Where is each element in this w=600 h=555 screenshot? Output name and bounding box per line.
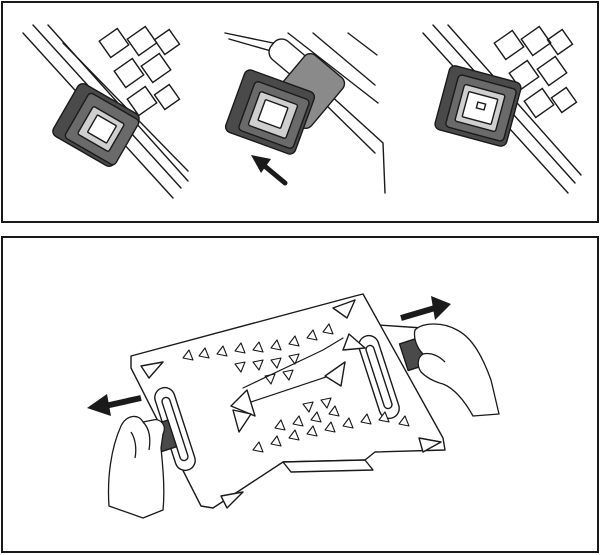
clip-body-2 [224, 69, 316, 155]
hand-left-icon [107, 415, 165, 519]
center-triangle-right [324, 361, 346, 387]
stand-extension-illustration [87, 293, 500, 519]
clip-steps-panel [1, 1, 599, 223]
arrow-up-left-icon [251, 155, 288, 186]
center-triangle-left [230, 389, 256, 417]
arrow-right-icon [400, 296, 451, 321]
clip-body-3 [434, 65, 522, 147]
hand-right-icon [413, 323, 500, 417]
stand-extension-panel [1, 236, 599, 553]
right-slot [358, 334, 400, 420]
arrow-left-icon [87, 394, 142, 416]
clip-steps-illustration [22, 24, 582, 199]
clip-body-1 [52, 83, 140, 167]
